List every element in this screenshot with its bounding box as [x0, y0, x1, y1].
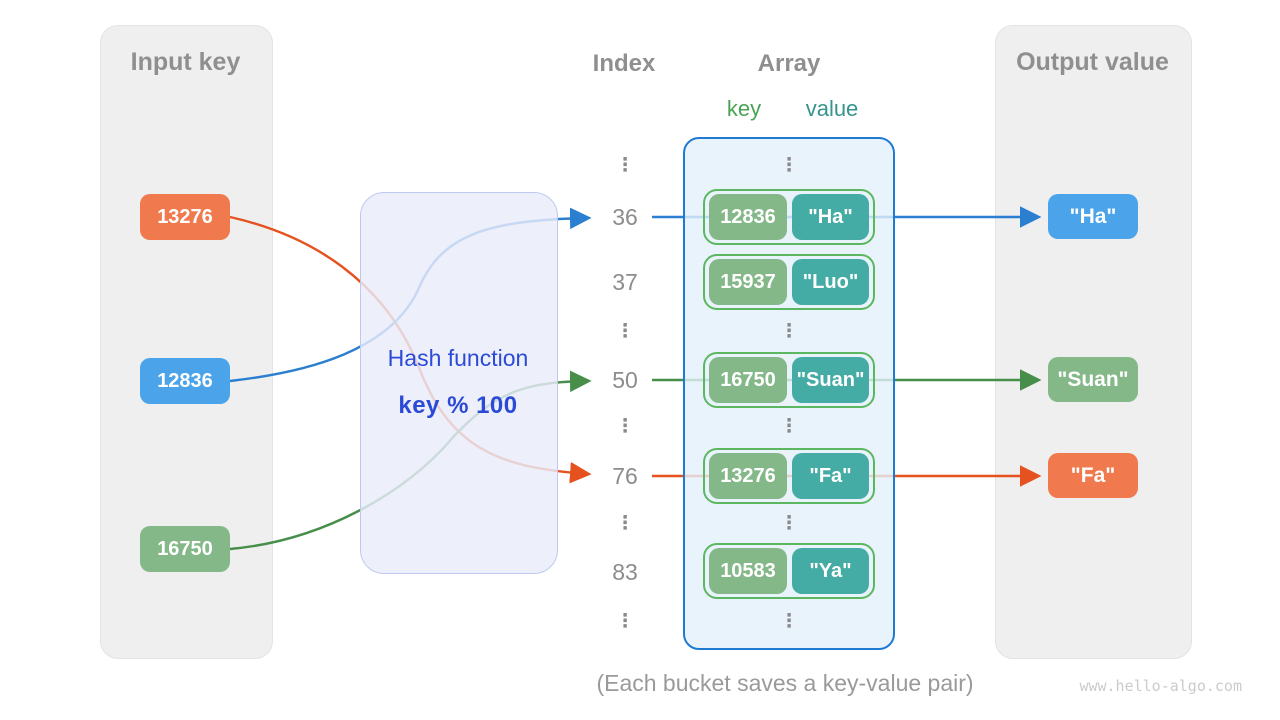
bucket-value-label: "Ya"	[809, 559, 852, 582]
bucket-key-label: 12836	[720, 205, 776, 228]
bucket-key: 10583	[709, 548, 787, 594]
index-36: 36	[612, 204, 638, 230]
index-37: 37	[612, 269, 638, 295]
output-value-label: "Ha"	[1069, 204, 1117, 228]
bucket-83: 10583 "Ya"	[703, 543, 875, 599]
bucket-key: 16750	[709, 357, 787, 403]
input-key-12836: 12836	[140, 358, 230, 404]
caption: (Each bucket saves a key-value pair)	[596, 670, 974, 696]
bucket-value: "Ya"	[792, 548, 869, 594]
hash-function-formula: key % 100	[398, 392, 518, 419]
bucket-value: "Ha"	[792, 194, 869, 240]
output-value-label: "Suan"	[1057, 367, 1129, 391]
bucket-value: "Fa"	[792, 453, 869, 499]
index-header: Index	[592, 50, 656, 77]
output-value-ha: "Ha"	[1048, 194, 1138, 239]
array-header: Array	[757, 50, 821, 77]
bucket-key-label: 13276	[720, 464, 776, 487]
bucket-value-label: "Fa"	[809, 464, 852, 487]
bucket-value: "Luo"	[792, 259, 869, 305]
index-ellipsis: ⋮	[615, 155, 635, 176]
output-value-suan: "Suan"	[1048, 357, 1138, 402]
input-key-13276: 13276	[140, 194, 230, 240]
index-ellipsis: ⋮	[615, 416, 635, 437]
bucket-value-label: "Luo"	[802, 270, 859, 293]
bucket-value: "Suan"	[792, 357, 869, 403]
array-ellipsis: ⋮	[779, 513, 799, 534]
bucket-50: 16750 "Suan"	[703, 352, 875, 408]
key-column-label: key	[726, 96, 762, 121]
input-key-16750: 16750	[140, 526, 230, 572]
bucket-key-label: 15937	[720, 270, 776, 293]
output-value-title: Output value	[1016, 48, 1169, 76]
index-50: 50	[612, 367, 638, 393]
bucket-37: 15937 "Luo"	[703, 254, 875, 310]
bucket-36: 12836 "Ha"	[703, 189, 875, 245]
output-value-fa: "Fa"	[1048, 453, 1138, 498]
array-ellipsis: ⋮	[779, 611, 799, 632]
input-key-label: 12836	[157, 369, 213, 392]
bucket-value-label: "Ha"	[808, 205, 853, 228]
output-value-label: "Fa"	[1070, 463, 1116, 487]
bucket-key: 15937	[709, 259, 787, 305]
index-ellipsis: ⋮	[615, 513, 635, 534]
bucket-key-label: 16750	[720, 368, 776, 391]
input-key-label: 16750	[157, 537, 213, 560]
index-83: 83	[612, 559, 638, 585]
array-ellipsis: ⋮	[779, 416, 799, 437]
array-ellipsis: ⋮	[779, 321, 799, 342]
bucket-value-label: "Suan"	[796, 368, 865, 391]
value-column-label: value	[805, 96, 859, 121]
watermark: www.hello-algo.com	[1079, 677, 1242, 695]
hash-function-box	[360, 192, 558, 574]
index-ellipsis: ⋮	[615, 611, 635, 632]
index-ellipsis: ⋮	[615, 321, 635, 342]
bucket-key: 12836	[709, 194, 787, 240]
index-76: 76	[612, 463, 638, 489]
hash-function-title: Hash function	[387, 345, 529, 371]
bucket-key-label: 10583	[720, 559, 776, 582]
input-key-title: Input key	[130, 48, 241, 76]
bucket-76: 13276 "Fa"	[703, 448, 875, 504]
output-value-panel	[995, 25, 1192, 659]
input-key-label: 13276	[157, 205, 213, 228]
array-ellipsis: ⋮	[779, 155, 799, 176]
bucket-key: 13276	[709, 453, 787, 499]
